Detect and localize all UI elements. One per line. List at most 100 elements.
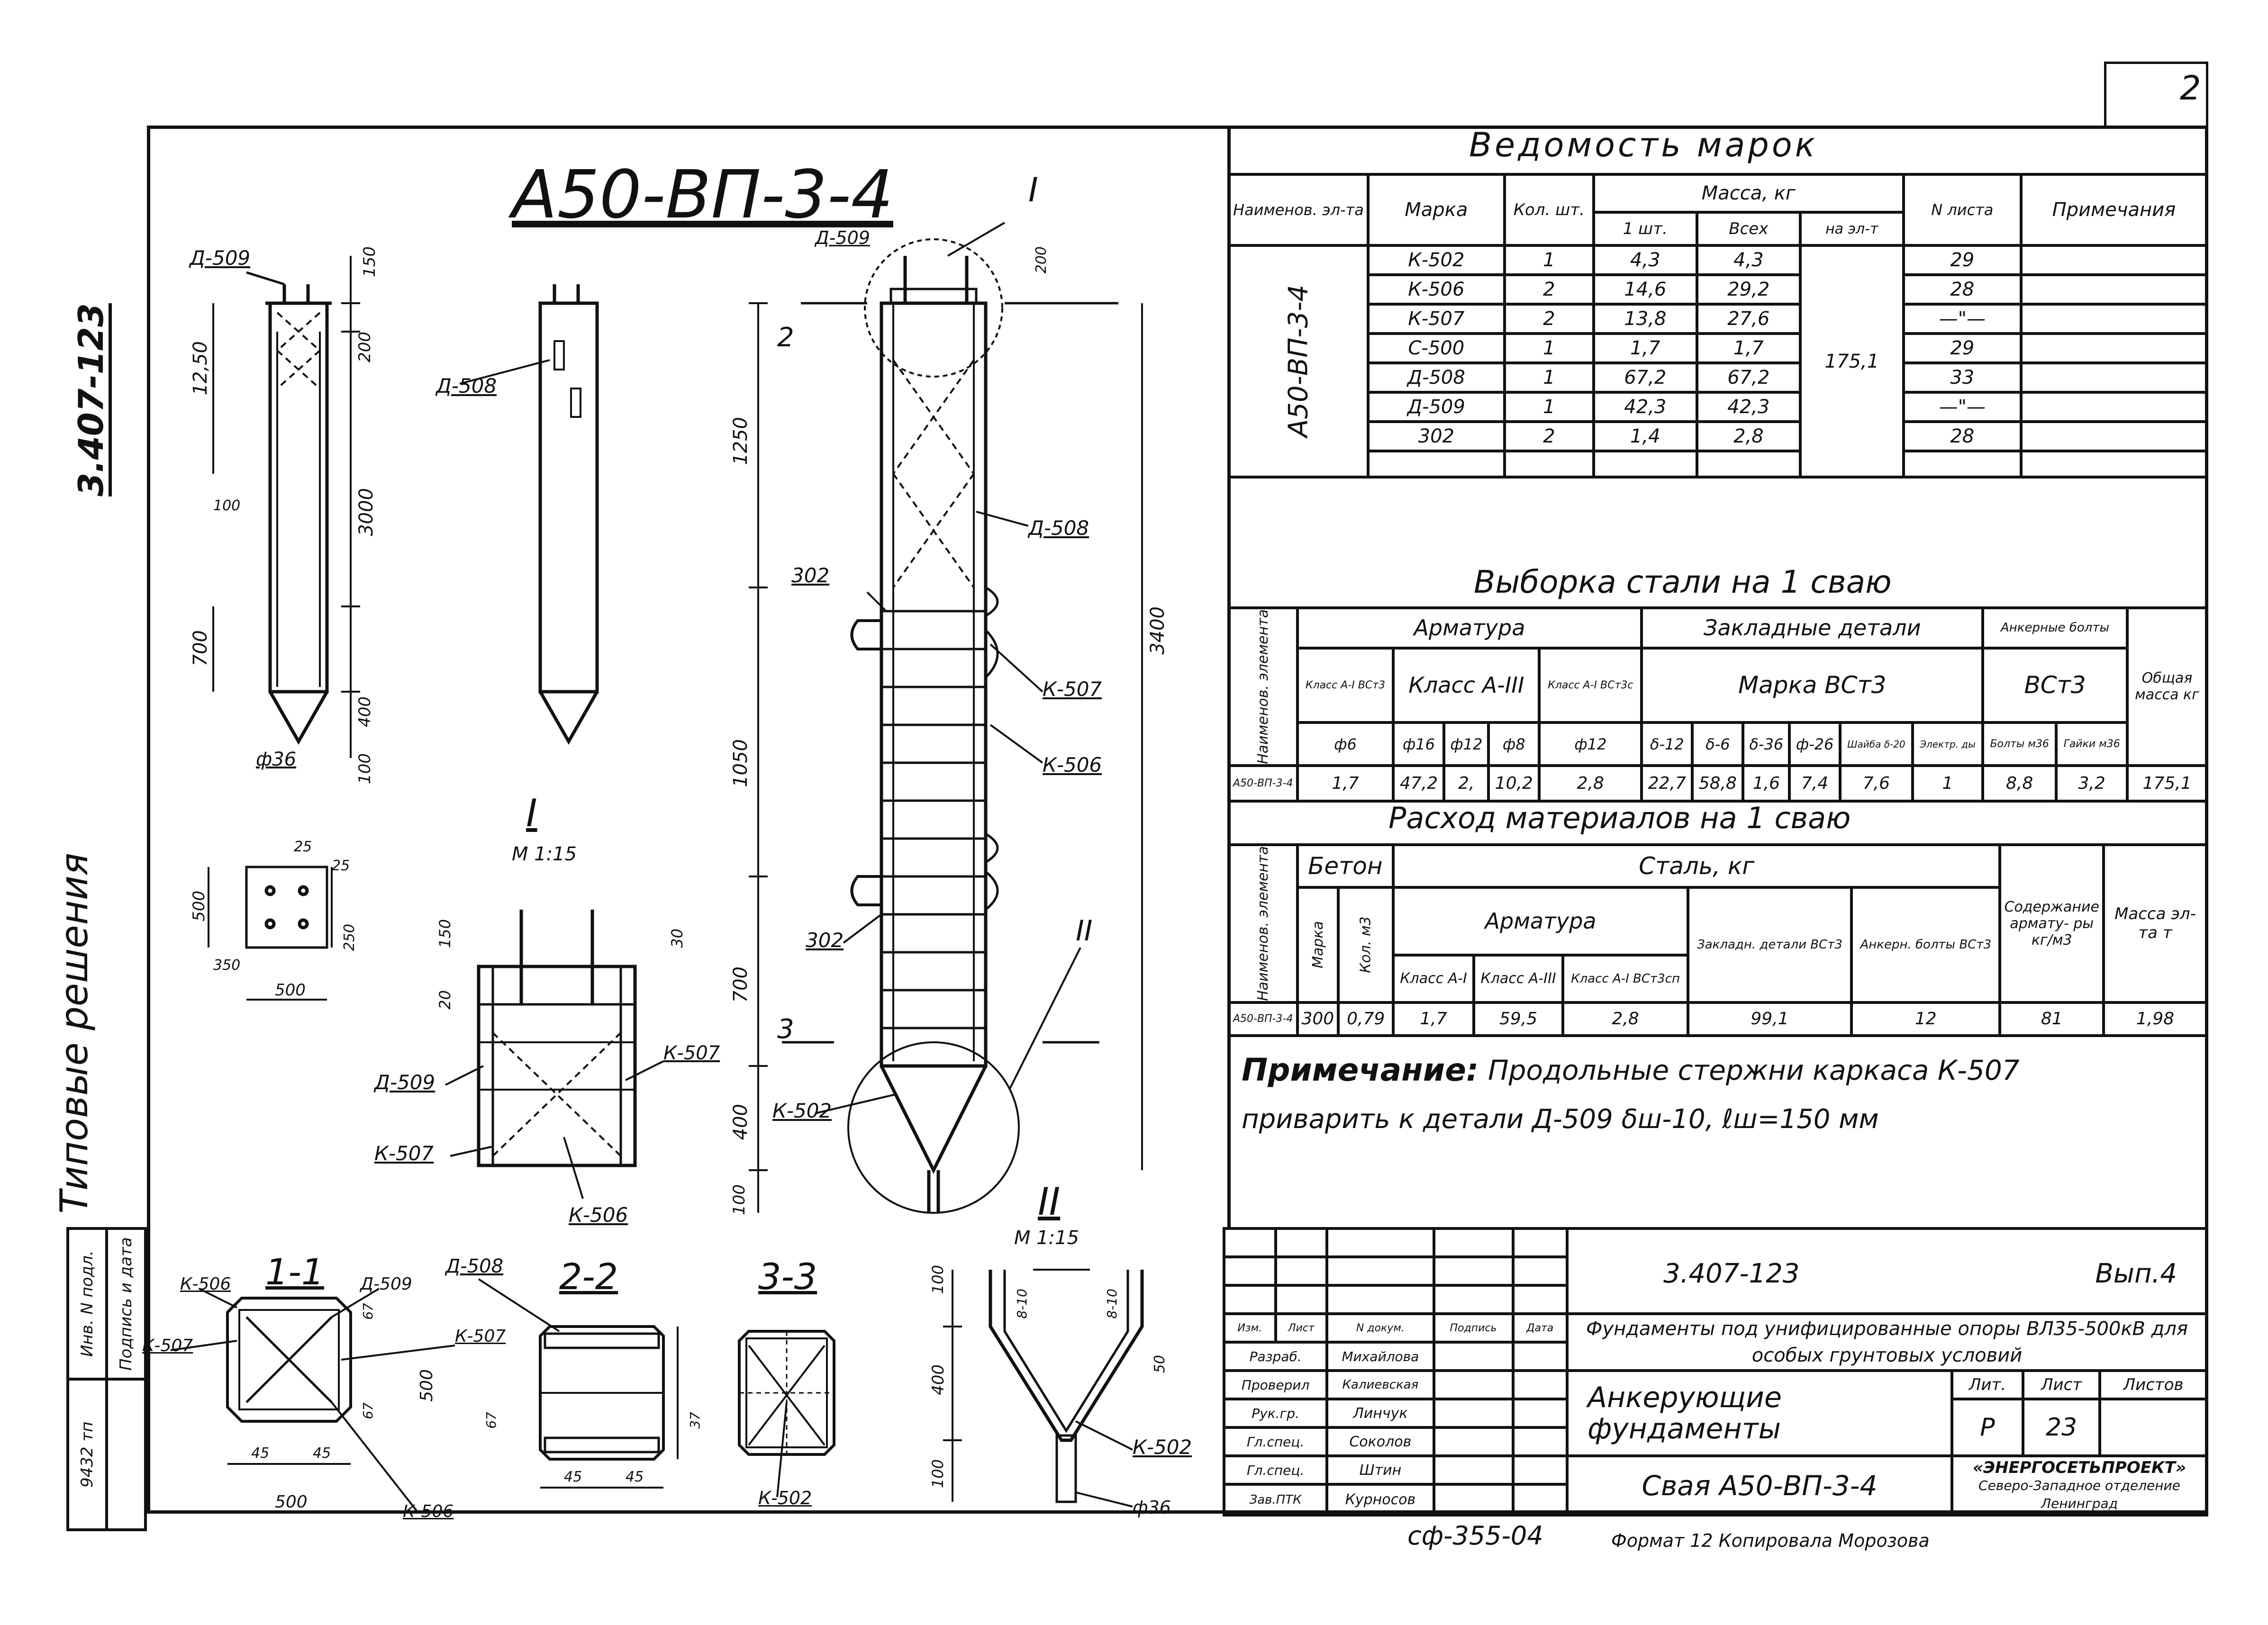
st-h-emb: Закладные детали [1640,606,1985,650]
pile-main-tip [880,1065,988,1174]
mat-h-qty: Кол. м3 [1338,887,1394,1002]
tb-role-4: Гл.спец. [1222,1454,1329,1486]
detail-II-body [989,1270,1144,1442]
mt-row0-one: 4,3 [1592,244,1698,276]
dim-200b: 200 [1033,246,1050,274]
mt-row1-qty: 2 [1503,273,1595,306]
mt-row3-sheet: 29 [1902,332,2023,364]
dim-150: 150 [360,246,379,277]
dim-700b: 700 [730,966,752,1003]
mt-h-el: на эл-т [1798,211,1905,247]
mt-row3-one: 1,7 [1592,332,1698,364]
plate-detail [245,866,328,949]
mt-row4-mark: Д-508 [1366,361,1506,394]
mt-row2-all: 27,6 [1695,303,1802,335]
st-row-5: 2,8 [1538,764,1643,803]
mt-h-note: Примечания [2019,173,2209,247]
materials-table-title: Расход материалов на 1 сваю [1388,801,1851,835]
st-col-12: Гайки м36 [2055,721,2129,767]
section-37: 37 [687,1412,703,1429]
st-h-total: Общая масса кг [2126,606,2208,767]
pile-a-tip [268,691,329,745]
section-500b: 500 [417,1369,436,1402]
st-h-name: Наименов. элемента [1229,608,1297,766]
mt-h-mark: Марка [1366,173,1506,247]
st-row-9: 7,4 [1788,764,1842,803]
st-col-6: δ-6 [1691,721,1745,767]
dim-3000: 3000 [355,488,377,536]
mt-row0-qty: 1 [1503,244,1595,276]
label-k502: К-502 [772,1099,832,1122]
st-h-cls-a1: Класс А-I ВСт3 [1296,646,1395,724]
detail-I-k507: К-507 [663,1042,720,1064]
st-col-0: ф6 [1296,721,1395,767]
marks-table-title: Ведомость марок [1469,126,1818,164]
mat-h-a1b: Класс А-I ВСт3сп [1561,953,1689,1004]
mat-h-content: Содержание армату- ры кг/м3 [1998,843,2105,1004]
st-h-cls-a1b: Класс А-I ВСт3с [1538,646,1643,724]
st-col-9: Шайба δ-20 [1838,721,1914,767]
detail-II-400: 400 [929,1364,948,1395]
mt-h-qty: Кол. шт. [1503,173,1595,247]
label-k507: К-507 [1043,677,1102,701]
label-302-bottom: 302 [806,929,844,952]
mat-h-emb: Закладн. детали ВСт3 [1686,886,1853,1004]
mt-row2-sheet: —"— [1902,303,2023,335]
page-number-box [2104,62,2208,128]
detail-II-circle [847,1041,1020,1214]
detail-I-20: 20 [436,990,454,1010]
mt-h-one: 1 шт. [1592,211,1698,247]
tb-role-1: Проверил [1222,1369,1329,1400]
tb-name-0: Михайлова [1325,1341,1435,1372]
drawing-frame [147,126,2208,1514]
detail-II-8-10: 8-10 [1014,1289,1030,1319]
st-col-10: Электр. ды [1911,721,1985,767]
mat-h-steel: Сталь, кг [1392,843,2002,889]
st-row-7: 58,8 [1691,764,1745,803]
steel-table-title: Выборка стали на 1 сваю [1474,564,1892,600]
dim-12-50: 12,50 [190,341,211,396]
label-k506: К-506 [1043,753,1102,776]
section-1-1 [226,1297,352,1423]
tb-name-1: Калиевская [1325,1369,1435,1400]
mt-row5-sheet: —"— [1902,391,2023,423]
dim-1250: 1250 [730,417,752,465]
plate-dim-500: 500 [190,891,209,921]
section-45c: 45 [564,1469,582,1485]
section-2-2-title: 2-2 [559,1255,618,1298]
mt-row3-all: 1,7 [1695,332,1802,364]
section-3-3-title: 3-3 [758,1255,817,1298]
section-d508: Д-508 [445,1255,504,1277]
mat-row-2: 0,79 [1337,1001,1395,1037]
tb-role-0: Разраб. [1222,1341,1329,1372]
detail-I-30: 30 [668,929,686,948]
st-row-2: 47,2 [1392,764,1446,803]
tb-role-3: Гл.спец. [1222,1426,1329,1457]
detail-II-100b: 100 [929,1459,947,1489]
section-d509: Д-509 [360,1274,412,1294]
label-d509-b: Д-509 [815,227,870,248]
mt-row6-qty: 2 [1503,420,1595,452]
section-k507b: К-507 [455,1327,506,1346]
plate-dim-25b: 25 [332,858,350,874]
mt-row0-sheet: 29 [1902,244,2023,276]
pile-b-body [538,301,599,694]
st-row-1: 1,7 [1296,764,1395,803]
plate-dim-350: 350 [213,957,241,974]
mt-row1-all: 29,2 [1695,273,1802,306]
note-label: Примечание: [1242,1052,1479,1088]
section-1-1-title: 1-1 [265,1251,325,1293]
st-row-3: 2, [1442,764,1490,803]
mat-row-8: 81 [1998,1001,2105,1037]
tb-hdr-4: Дата [1511,1312,1569,1344]
tb-name-2: Линчук [1325,1398,1435,1429]
label-302-top: 302 [791,564,830,587]
tb-name2: фундаменты [1588,1412,1781,1445]
mt-row1-sheet: 28 [1902,273,2023,306]
page-number: 2 [2180,69,2201,108]
mt-row4-all: 67,2 [1695,361,1802,394]
tb-org1: «ЭНЕРГОСЕТЬПРОЕКТ» [1972,1458,2186,1477]
st-h-anch: Анкерные болты [1981,606,2129,650]
tb-issue: Вып.4 [2095,1258,2177,1289]
st-col-5: δ-12 [1640,721,1694,767]
